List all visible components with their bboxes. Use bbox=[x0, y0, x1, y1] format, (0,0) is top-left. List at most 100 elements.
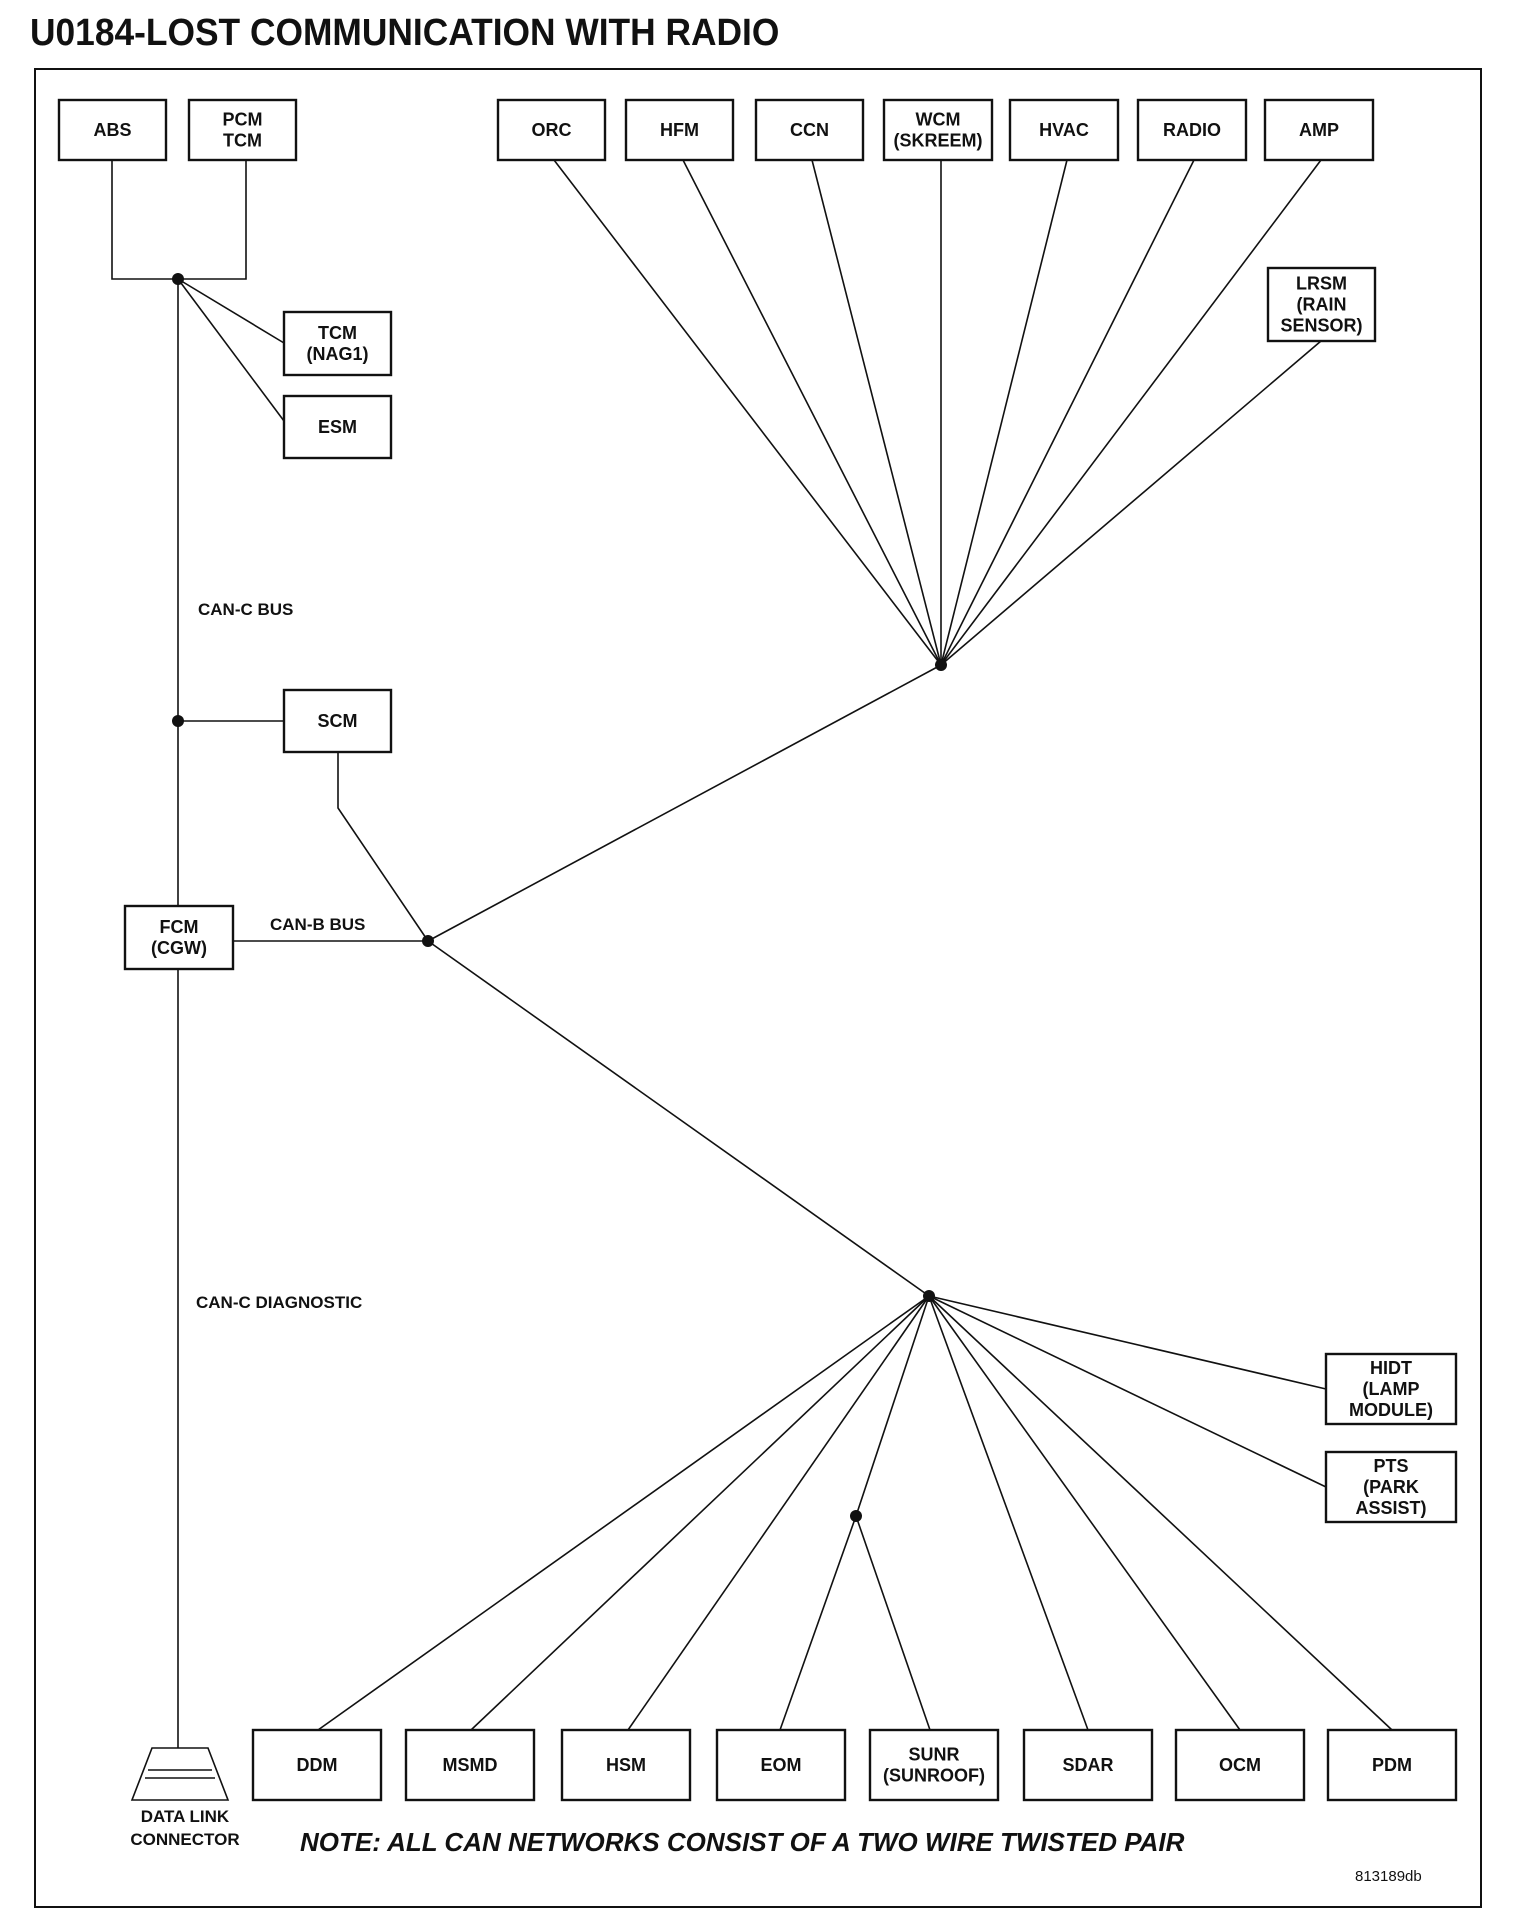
module-tcm-nag1-label-1: TCM bbox=[318, 323, 357, 343]
module-pts-label-3: ASSIST) bbox=[1355, 1498, 1426, 1518]
module-pcm-tcm-label-2: TCM bbox=[223, 131, 262, 151]
junction-lower bbox=[923, 1290, 935, 1302]
wire-22 bbox=[470, 1295, 930, 1731]
wire-27 bbox=[928, 1295, 1089, 1731]
wire-2 bbox=[177, 278, 285, 344]
wire-1 bbox=[111, 160, 247, 280]
junction-upper bbox=[935, 659, 947, 671]
module-scm-label-1: SCM bbox=[318, 711, 358, 731]
wire-20 bbox=[928, 1295, 1327, 1488]
can-b-bus-label: CAN-B BUS bbox=[270, 915, 365, 934]
wire-10 bbox=[427, 940, 930, 1297]
wire-16 bbox=[940, 159, 1195, 666]
page-title: U0184-LOST COMMUNICATION WITH RADIO bbox=[30, 12, 780, 54]
wire-29 bbox=[928, 1295, 1393, 1731]
junction-top bbox=[172, 273, 184, 285]
module-sdar: SDAR bbox=[1022, 1728, 1154, 1802]
module-amp-label-1: AMP bbox=[1299, 120, 1339, 140]
twisted-pair-note: NOTE: ALL CAN NETWORKS CONSIST OF A TWO … bbox=[300, 1827, 1185, 1857]
module-sunr-label-1: SUNR bbox=[908, 1745, 959, 1765]
module-hsm: HSM bbox=[560, 1728, 692, 1802]
module-orc-label-1: ORC bbox=[532, 120, 572, 140]
module-radio: RADIO bbox=[1136, 98, 1248, 162]
module-scm: SCM bbox=[282, 688, 393, 754]
wire-12 bbox=[682, 159, 942, 666]
module-sunr: SUNR(SUNROOF) bbox=[868, 1728, 1000, 1802]
module-msmd: MSMD bbox=[404, 1728, 536, 1802]
wire-25 bbox=[779, 1515, 857, 1731]
module-pdm: PDM bbox=[1326, 1728, 1458, 1802]
module-abs-label-1: ABS bbox=[93, 120, 131, 140]
module-esm: ESM bbox=[282, 394, 393, 460]
junction-canb bbox=[422, 935, 434, 947]
module-amp: AMP bbox=[1263, 98, 1375, 162]
figure-id: 813189db bbox=[1355, 1868, 1422, 1885]
wire-11 bbox=[553, 159, 942, 666]
wire-28 bbox=[928, 1295, 1241, 1731]
wire-18 bbox=[940, 340, 1322, 666]
wire-24 bbox=[855, 1295, 930, 1517]
module-ccn-label-1: CCN bbox=[790, 120, 829, 140]
module-hsm-label-1: HSM bbox=[606, 1755, 646, 1775]
module-hidt-label-1: HIDT bbox=[1370, 1358, 1412, 1378]
wire-19 bbox=[928, 1295, 1327, 1390]
can-c-bus-label: CAN-C BUS bbox=[198, 600, 293, 619]
module-radio-label-1: RADIO bbox=[1163, 120, 1221, 140]
module-tcm-nag1-label-2: (NAG1) bbox=[307, 344, 369, 364]
junctions bbox=[172, 273, 947, 1522]
module-sunr-label-2: (SUNROOF) bbox=[883, 1766, 985, 1786]
module-sdar-label-1: SDAR bbox=[1062, 1755, 1113, 1775]
module-ddm: DDM bbox=[251, 1728, 383, 1802]
wire-9 bbox=[427, 664, 942, 942]
module-orc: ORC bbox=[496, 98, 607, 162]
module-ddm-label-1: DDM bbox=[297, 1755, 338, 1775]
wire-26 bbox=[855, 1515, 931, 1731]
module-hidt-label-2: (LAMP bbox=[1363, 1379, 1420, 1399]
module-wcm: WCM(SKREEM) bbox=[882, 98, 994, 162]
wire-17 bbox=[940, 159, 1322, 666]
junction-sun bbox=[850, 1510, 862, 1522]
wire-23 bbox=[627, 1295, 930, 1731]
module-fcm-label-1: FCM bbox=[160, 917, 199, 937]
wire-21 bbox=[317, 1295, 930, 1731]
module-ocm: OCM bbox=[1174, 1728, 1306, 1802]
module-ocm-label-1: OCM bbox=[1219, 1755, 1261, 1775]
module-eom-label-1: EOM bbox=[760, 1755, 801, 1775]
module-hvac: HVAC bbox=[1008, 98, 1120, 162]
wire-7 bbox=[337, 752, 429, 942]
wire-13 bbox=[811, 159, 942, 666]
module-lrsm-label-3: SENSOR) bbox=[1280, 316, 1362, 336]
module-fcm-label-2: (CGW) bbox=[151, 938, 207, 958]
diagram-frame bbox=[34, 68, 1482, 1908]
dlc-label-line2: CONNECTOR bbox=[130, 1830, 239, 1849]
module-wcm-label-2: (SKREEM) bbox=[894, 131, 983, 151]
module-pts-label-1: PTS bbox=[1373, 1456, 1408, 1476]
module-abs: ABS bbox=[57, 98, 168, 162]
wire-15 bbox=[940, 159, 1068, 666]
module-pts-label-2: (PARK bbox=[1363, 1477, 1419, 1497]
module-eom: EOM bbox=[715, 1728, 847, 1802]
module-hvac-label-1: HVAC bbox=[1039, 120, 1089, 140]
module-wcm-label-1: WCM bbox=[916, 110, 961, 130]
module-hfm: HFM bbox=[624, 98, 735, 162]
dlc-label-line1: DATA LINK bbox=[141, 1807, 230, 1826]
can-c-diagnostic-label: CAN-C DIAGNOSTIC bbox=[196, 1293, 362, 1312]
junction-scm bbox=[172, 715, 184, 727]
module-ccn: CCN bbox=[754, 98, 865, 162]
module-msmd-label-1: MSMD bbox=[443, 1755, 498, 1775]
wire-3 bbox=[177, 278, 285, 422]
module-fcm: FCM(CGW) bbox=[123, 904, 235, 971]
module-tcm-nag1: TCM(NAG1) bbox=[282, 310, 393, 377]
data-link-connector-icon bbox=[130, 1747, 230, 1801]
module-esm-label-1: ESM bbox=[318, 417, 357, 437]
module-lrsm-label-2: (RAIN bbox=[1297, 295, 1347, 315]
module-hfm-label-1: HFM bbox=[660, 120, 699, 140]
module-hidt-label-3: MODULE) bbox=[1349, 1400, 1433, 1420]
wiring bbox=[111, 159, 1393, 1748]
